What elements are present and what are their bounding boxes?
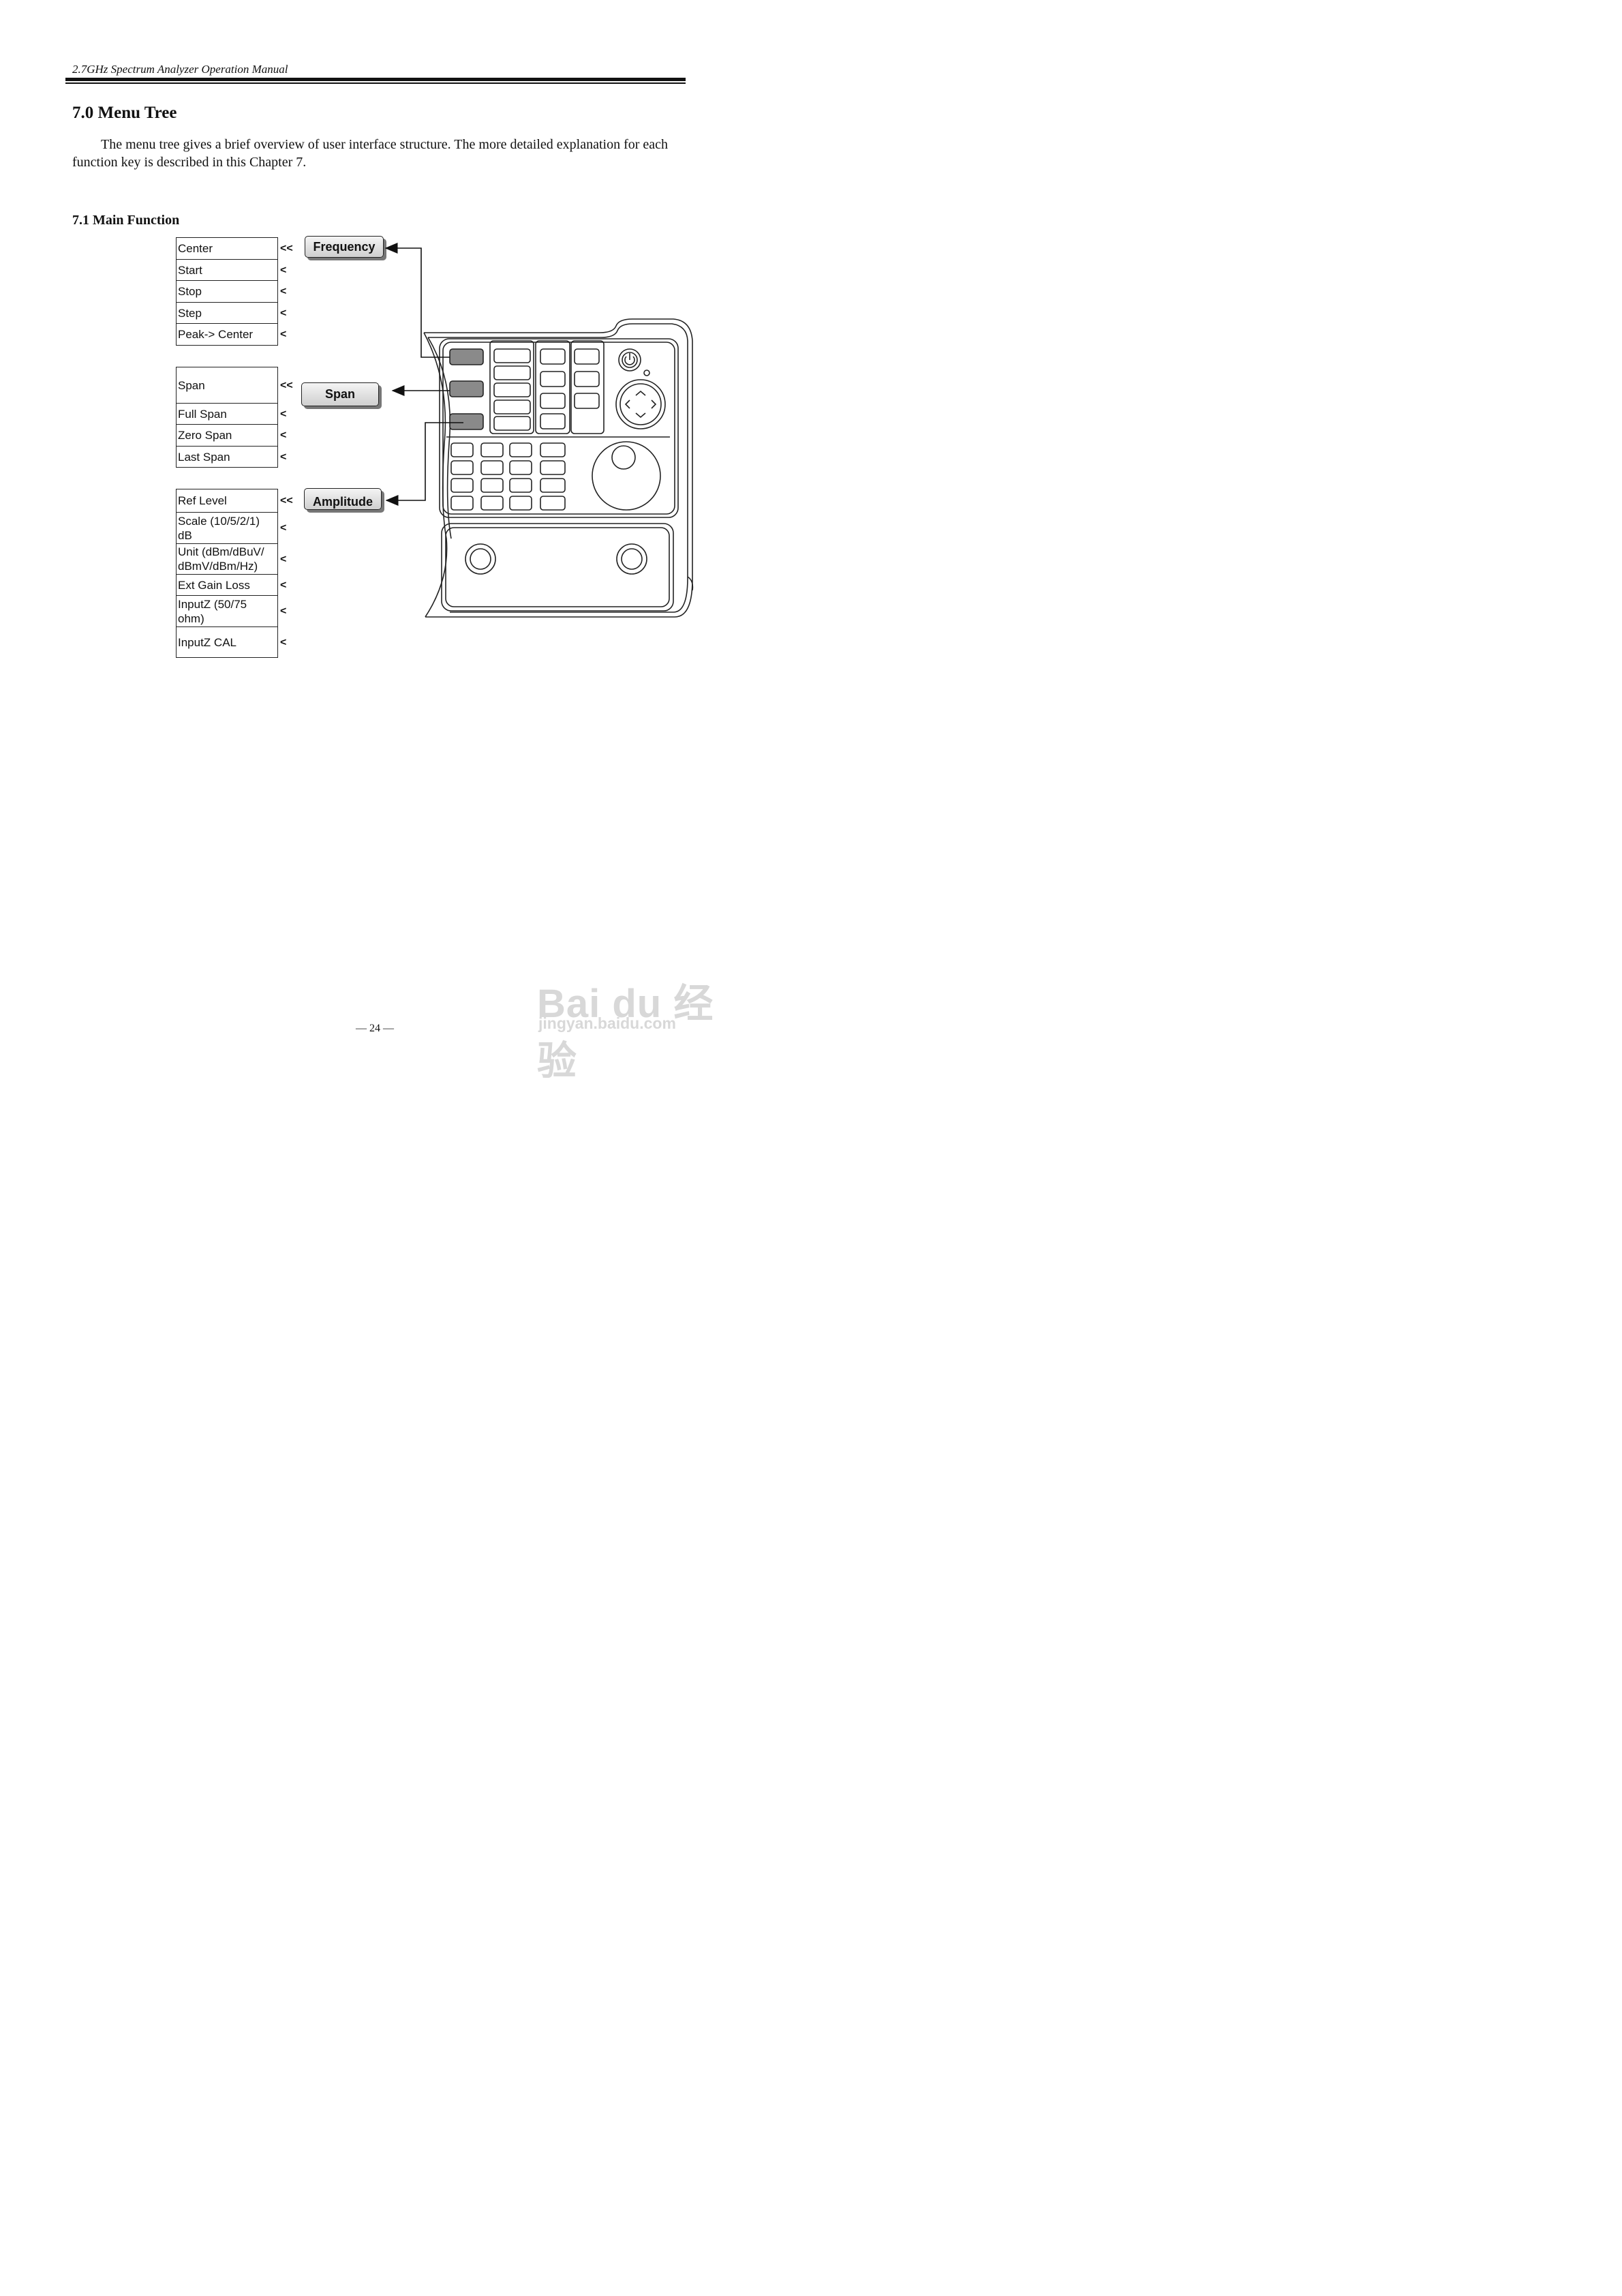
- page-number: — 24 —: [356, 1023, 394, 1034]
- menu-arrow: <: [280, 264, 287, 276]
- frequency-hard-key: [449, 348, 484, 365]
- frequency-menu-table: Center<< Start< Stop< Step< Peak-> Cente…: [176, 237, 299, 346]
- menu-arrow: <: [280, 579, 287, 591]
- intro-paragraph: The menu tree gives a brief overview of …: [72, 137, 669, 170]
- menu-arrow: <<: [280, 243, 293, 254]
- menu-item-span: Span: [176, 367, 278, 404]
- amplitude-menu-table: Ref Level<< Scale (10/5/2/1) dB< Unit (d…: [176, 489, 299, 658]
- frequency-key-label: Frequency: [305, 236, 384, 258]
- menu-arrow: <: [280, 605, 287, 617]
- menu-arrow: <<: [280, 495, 293, 507]
- header-rule-thin: [65, 82, 686, 84]
- menu-arrow: <: [280, 286, 287, 297]
- menu-arrow: <: [280, 451, 287, 463]
- subsection-title: 7.1 Main Function: [72, 213, 180, 228]
- menu-item-unit: Unit (dBm/dBuV/ dBmV/dBm/Hz): [176, 543, 278, 575]
- menu-item-start: Start: [176, 259, 278, 281]
- menu-arrow: <: [280, 429, 287, 441]
- connector-left: [465, 543, 496, 575]
- amplitude-hard-key: [449, 413, 484, 430]
- connector-right: [616, 543, 647, 575]
- menu-item-zero-span: Zero Span: [176, 424, 278, 447]
- rotary-knob: [592, 441, 661, 511]
- menu-item-last-span: Last Span: [176, 446, 278, 468]
- running-header: 2.7GHz Spectrum Analyzer Operation Manua…: [72, 63, 288, 76]
- section-title: 7.0 Menu Tree: [72, 104, 177, 122]
- menu-arrow: <: [280, 553, 287, 565]
- menu-arrow: <: [280, 329, 287, 340]
- header-rule-thick: [65, 78, 686, 81]
- menu-item-inputz-cal: InputZ CAL: [176, 626, 278, 658]
- frequency-arrow: [384, 243, 450, 358]
- menu-arrow: <: [280, 307, 287, 319]
- amplitude-key-label: Amplitude: [304, 488, 382, 510]
- menu-item-stop: Stop: [176, 280, 278, 303]
- menu-arrow: <: [280, 636, 287, 648]
- span-hard-key: [449, 380, 484, 397]
- menu-item-step: Step: [176, 302, 278, 324]
- span-key-label: Span: [301, 382, 379, 406]
- menu-item-full-span: Full Span: [176, 403, 278, 425]
- watermark-logo: Bai du 经验: [537, 982, 714, 1083]
- amplitude-arrow: [385, 422, 463, 506]
- menu-item-ref-level: Ref Level: [176, 489, 278, 513]
- menu-arrow: <: [280, 522, 287, 534]
- watermark-url: jingyan.baidu.com: [538, 1014, 676, 1032]
- menu-arrow: <: [280, 408, 287, 420]
- menu-arrow: <<: [280, 379, 293, 391]
- navigation-pad: [615, 379, 666, 429]
- span-menu-table: Span<< Full Span< Zero Span< Last Span<: [176, 367, 299, 468]
- menu-item-inputz: InputZ (50/75 ohm): [176, 595, 278, 627]
- menu-item-scale: Scale (10/5/2/1) dB: [176, 512, 278, 544]
- power-icon: [618, 348, 641, 372]
- menu-item-peak-center: Peak-> Center: [176, 323, 278, 346]
- menu-item-ext-gain-loss: Ext Gain Loss: [176, 574, 278, 596]
- front-panel-illustration: [384, 243, 694, 618]
